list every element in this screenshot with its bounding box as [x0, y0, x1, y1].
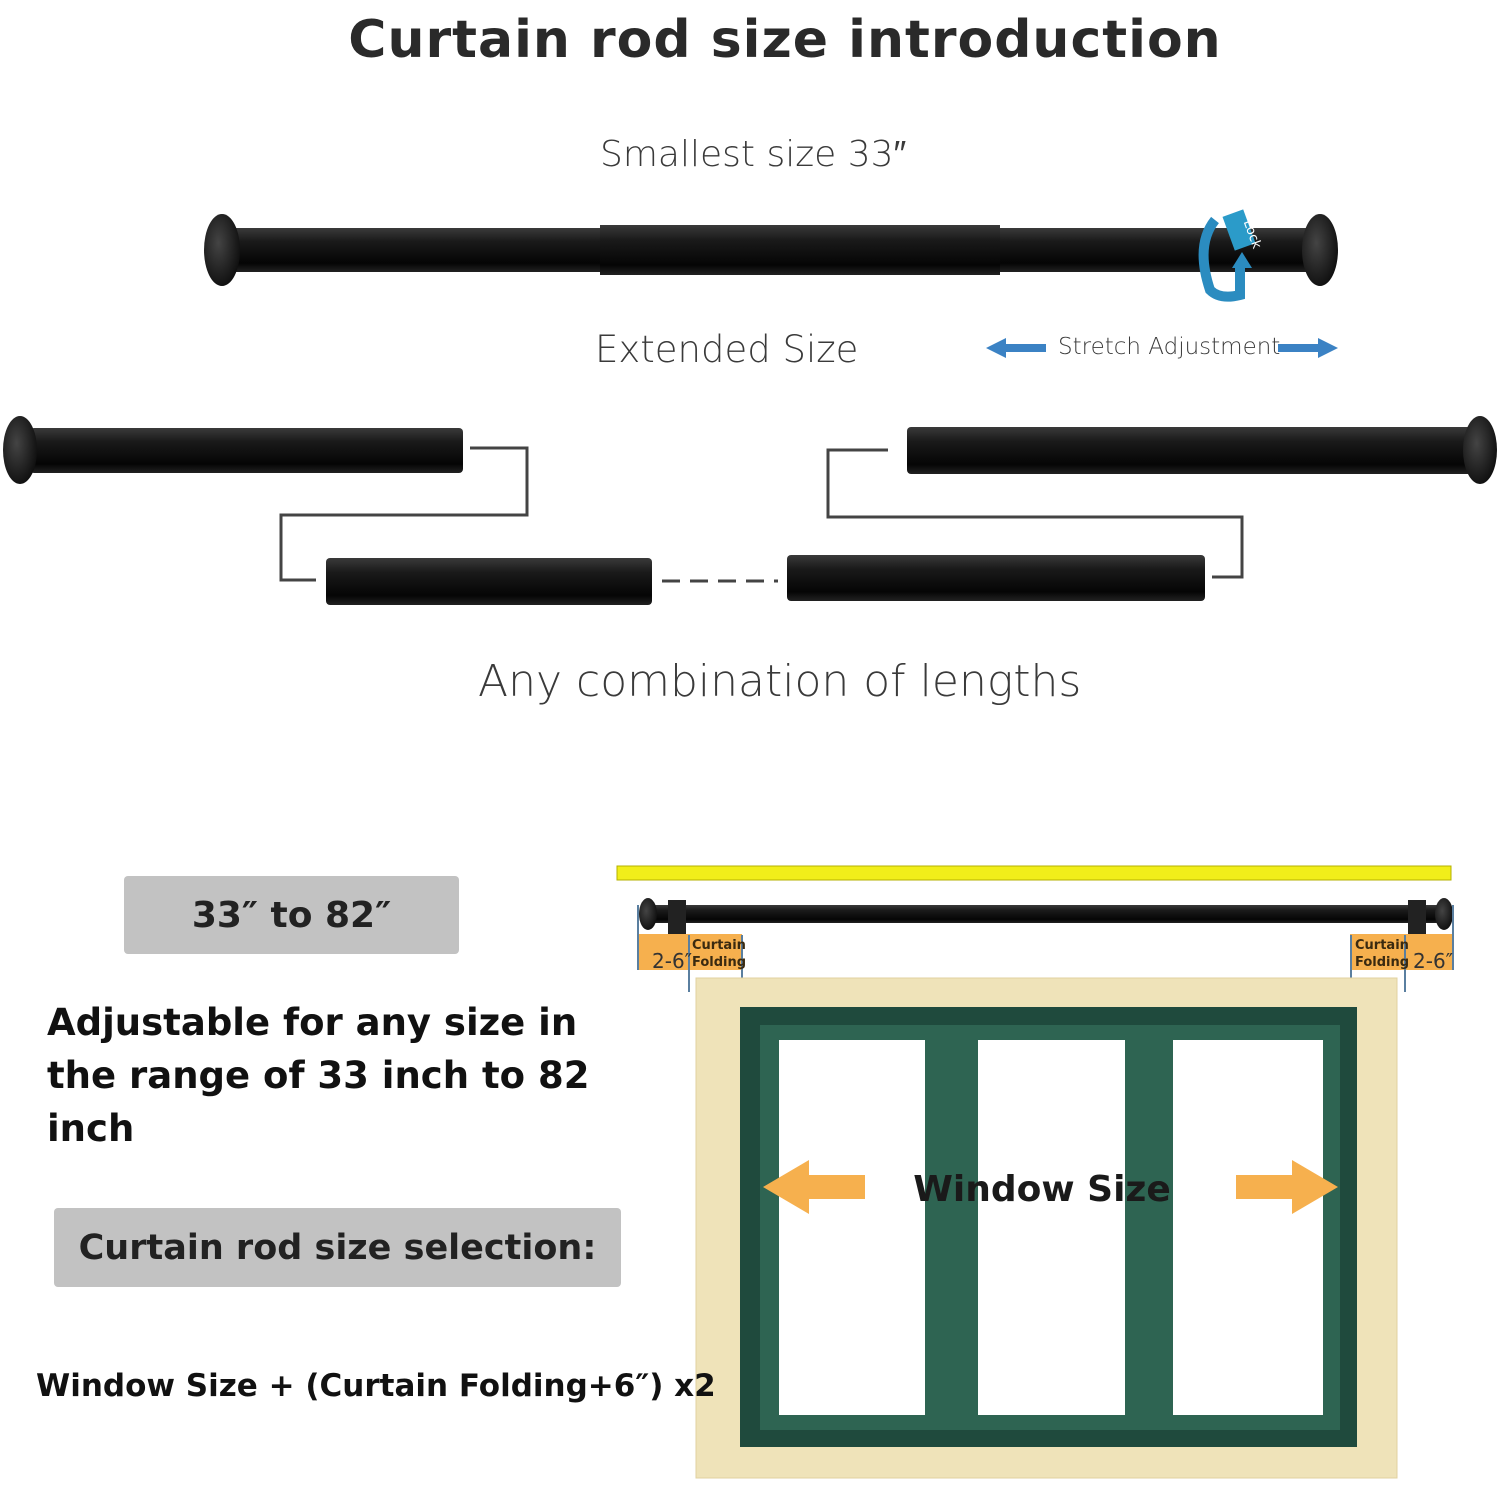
- curtain-folding-left-1: Curtain: [692, 938, 746, 953]
- curtain-rod-collapsed: Lock: [204, 209, 1338, 302]
- combination-label: Any combination of lengths: [478, 656, 1082, 707]
- selection-heading-text: Curtain rod size selection:: [78, 1227, 597, 1268]
- arrow-right-icon: [1278, 338, 1338, 358]
- bracket-gap-left: 2-6″: [652, 949, 692, 973]
- bracket-gap-right: 2-6″: [1413, 949, 1453, 973]
- range-description: Adjustable for any size in the range of …: [47, 1001, 590, 1150]
- curtain-folding-left-2: Folding: [692, 955, 746, 970]
- size-formula: Window Size + (Curtain Folding+6″) x2: [36, 1368, 716, 1404]
- connector-lines: [279, 446, 1244, 583]
- window-diagram: 2-6″ Curtain Folding Curtain Folding 2-6…: [616, 865, 1454, 1479]
- rod-segment-left-end: [3, 416, 463, 484]
- rod-segment-right-end: [907, 416, 1497, 484]
- arrow-right-icon: [1236, 1160, 1338, 1214]
- window-size-label: Window Size: [913, 1169, 1171, 1210]
- window-pane: [779, 1040, 925, 1415]
- window-pane: [1173, 1040, 1323, 1415]
- smallest-size-label: Smallest size 33″: [600, 134, 907, 175]
- measuring-tape: [616, 865, 1452, 881]
- range-badge: 33″ to 82″: [124, 876, 459, 954]
- arrow-left-icon: [986, 338, 1046, 358]
- extended-size-label: Extended Size: [595, 328, 859, 371]
- range-badge-text: 33″ to 82″: [191, 894, 392, 936]
- window-pane: [978, 1040, 1125, 1415]
- page-title: Curtain rod size introduction: [348, 10, 1222, 70]
- curtain-folding-right-1: Curtain: [1355, 938, 1409, 953]
- rod-segment-middle-2: [787, 555, 1205, 601]
- curtain-folding-right-2: Folding: [1355, 955, 1409, 970]
- selection-heading: Curtain rod size selection:: [54, 1208, 621, 1287]
- arrow-left-icon: [763, 1160, 865, 1214]
- stretch-adjustment-label: Stretch Adjustment: [1058, 334, 1281, 360]
- rod-segment-middle-1: [326, 558, 652, 605]
